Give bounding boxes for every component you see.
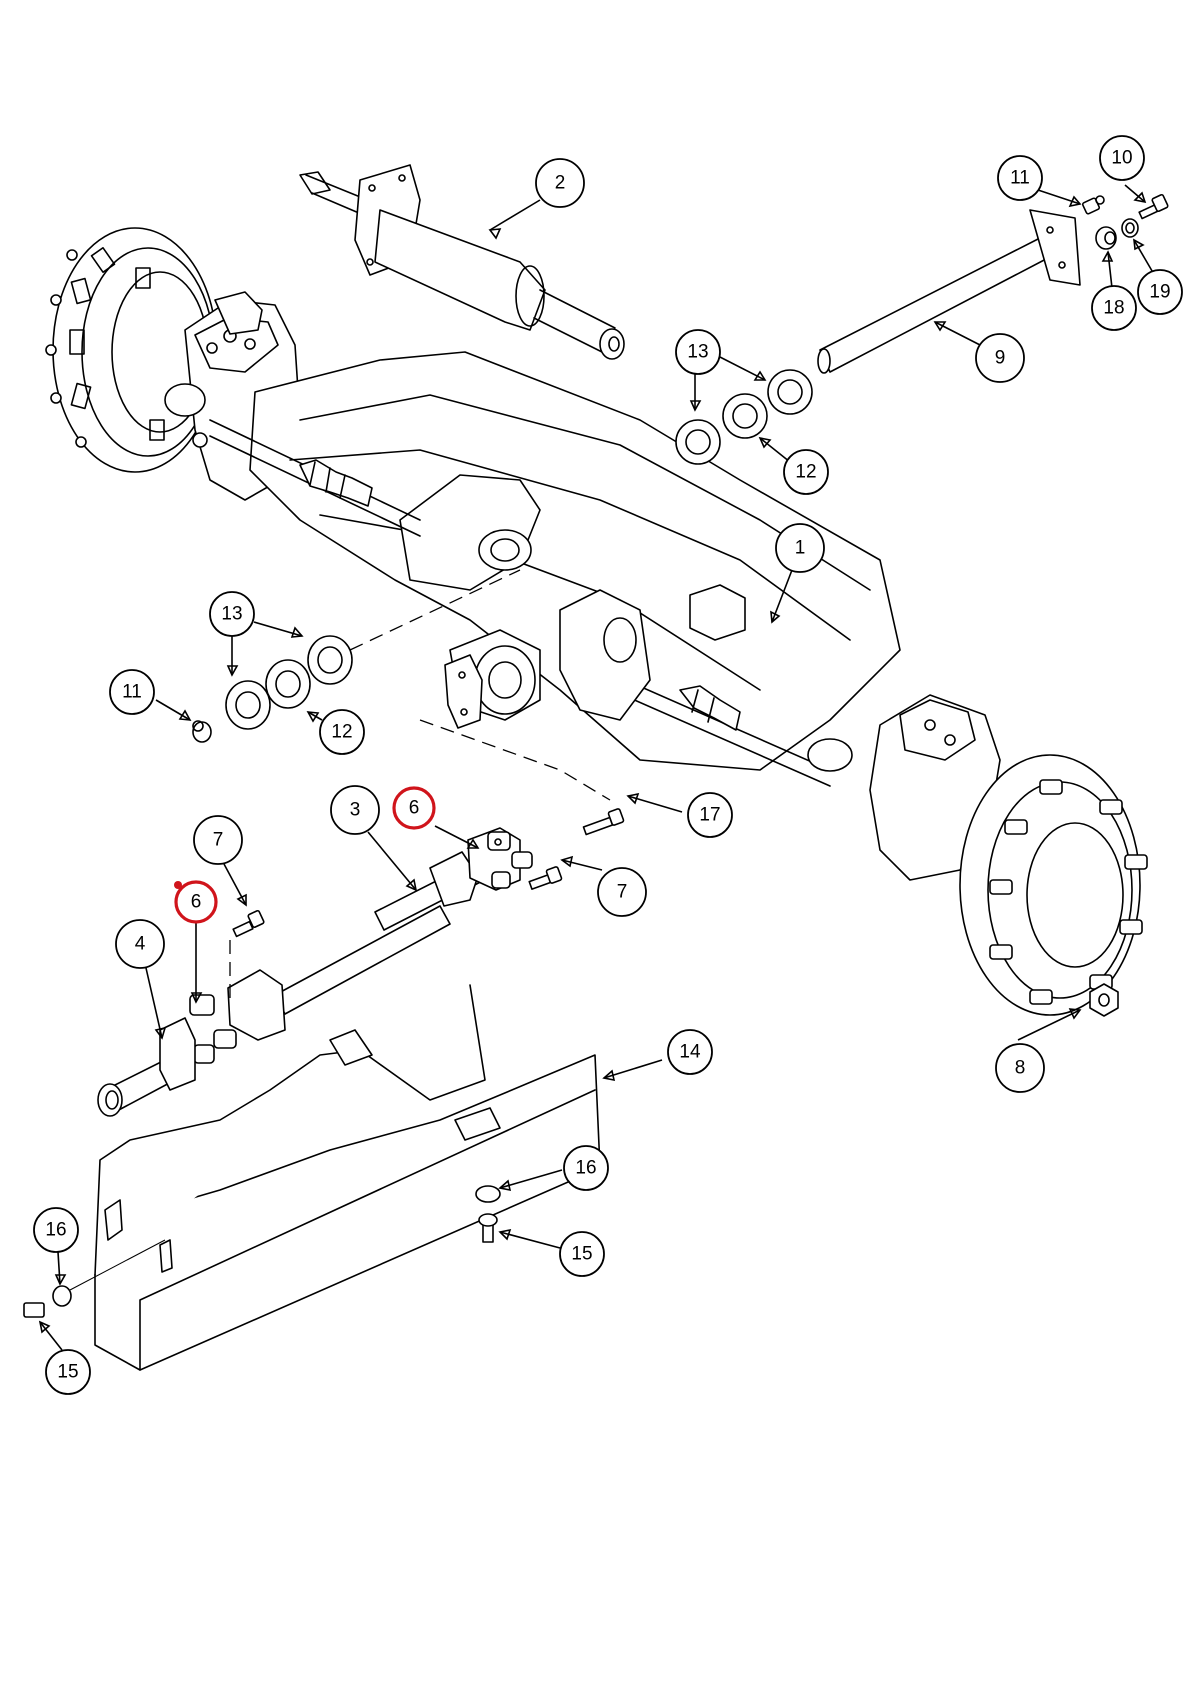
- pivot-pin: [817, 209, 1081, 374]
- grease-nipple-11-top: [1081, 195, 1105, 215]
- washers-left: [225, 569, 521, 730]
- callout-12-left: 12: [319, 709, 365, 755]
- svg-text:12: 12: [331, 722, 352, 743]
- callout-6-driveshaft-rear: 6: [174, 880, 218, 924]
- yoke-4: [97, 1017, 196, 1117]
- spacer-16-left: [52, 1285, 72, 1307]
- bolt-7-left: [232, 909, 265, 938]
- nut-8: [1089, 983, 1119, 1017]
- callout-7-right: 7: [597, 867, 647, 917]
- callout-16-right: 16: [563, 1145, 609, 1191]
- svg-text:13: 13: [221, 604, 242, 625]
- callout-6-driveshaft-front: 6: [392, 786, 436, 830]
- guard-14: [94, 984, 601, 1371]
- bolt-10: [1138, 193, 1169, 220]
- svg-text:6: 6: [409, 798, 420, 819]
- washers-top: [675, 369, 813, 465]
- callout-10: 10: [1099, 135, 1145, 181]
- svg-text:7: 7: [213, 830, 224, 851]
- svg-text:11: 11: [122, 682, 142, 703]
- svg-text:11: 11: [1010, 168, 1030, 189]
- svg-text:16: 16: [45, 1220, 66, 1241]
- callout-14: 14: [667, 1029, 713, 1075]
- callout-18: 18: [1091, 285, 1137, 331]
- callout-12-top: 12: [783, 449, 829, 495]
- callout-11-left: 11: [109, 669, 155, 715]
- washer-19: [1121, 218, 1139, 238]
- bushing-18: [1095, 226, 1117, 250]
- callout-1: 1: [775, 523, 825, 573]
- svg-text:19: 19: [1149, 282, 1170, 303]
- assembly-line-driveshaft: [419, 719, 611, 801]
- bolt-7-right: [528, 866, 563, 890]
- callout-11-top: 11: [997, 155, 1043, 201]
- svg-text:9: 9: [995, 348, 1006, 369]
- svg-text:1: 1: [795, 538, 806, 559]
- svg-text:15: 15: [571, 1244, 592, 1265]
- svg-text:12: 12: [795, 462, 816, 483]
- callout-15-right: 15: [559, 1231, 605, 1277]
- bolt-17: [582, 808, 625, 836]
- svg-text:3: 3: [350, 800, 361, 821]
- svg-text:15: 15: [57, 1362, 78, 1383]
- callout-15-left: 15: [45, 1349, 91, 1395]
- svg-text:17: 17: [699, 805, 720, 826]
- callout-8: 8: [995, 1043, 1045, 1093]
- steering-cylinder: [299, 164, 625, 360]
- universal-joint-front: [467, 827, 533, 891]
- grease-nipple-11-left: [192, 720, 212, 743]
- svg-text:14: 14: [679, 1042, 701, 1063]
- callout-7-left: 7: [193, 815, 243, 865]
- svg-text:13: 13: [687, 342, 708, 363]
- callout-9: 9: [975, 333, 1025, 383]
- callout-17: 17: [687, 792, 733, 838]
- callout-2: 2: [535, 158, 585, 208]
- svg-text:2: 2: [555, 173, 566, 194]
- svg-text:18: 18: [1103, 298, 1124, 319]
- universal-joint-rear: [189, 969, 286, 1064]
- callout-13-top: 13: [675, 329, 721, 375]
- assembly-line-guard: [69, 1239, 166, 1291]
- callout-19: 19: [1137, 269, 1183, 315]
- svg-text:4: 4: [135, 934, 146, 955]
- callout-3: 3: [330, 785, 380, 835]
- drive-shaft: [274, 851, 489, 1015]
- svg-text:7: 7: [617, 882, 628, 903]
- callout-13-left: 13: [209, 591, 255, 637]
- svg-text:6: 6: [191, 892, 202, 913]
- bolt-15-right: [478, 1213, 498, 1243]
- axle-housing: [45, 227, 1148, 1016]
- spacer-16-right: [475, 1185, 501, 1203]
- leader-lines: [38, 184, 1156, 1351]
- svg-text:16: 16: [575, 1158, 596, 1179]
- bolt-15-left: [23, 1302, 45, 1318]
- callout-4: 4: [115, 919, 165, 969]
- svg-text:10: 10: [1111, 148, 1132, 169]
- svg-text:8: 8: [1015, 1058, 1026, 1079]
- callout-16-left: 16: [33, 1207, 79, 1253]
